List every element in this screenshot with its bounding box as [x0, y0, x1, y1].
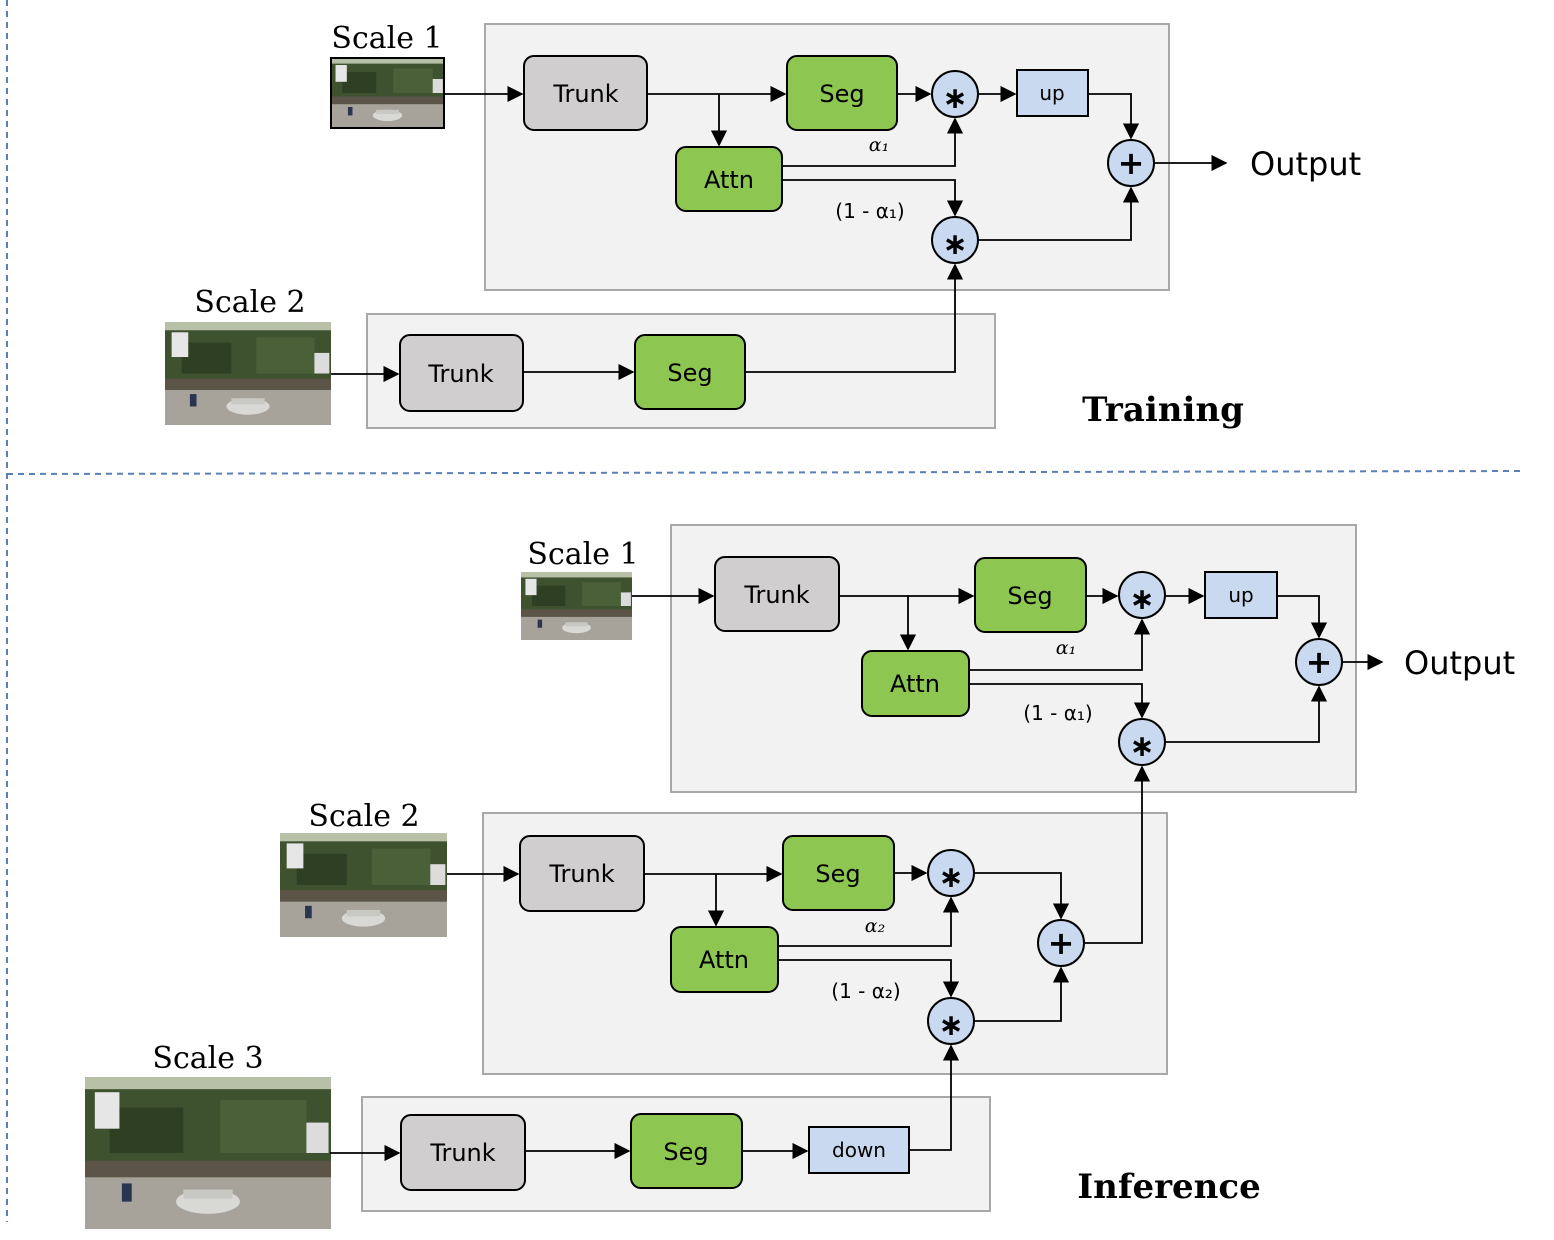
- svg-text:Seg: Seg: [1007, 582, 1052, 610]
- svg-text:up: up: [1039, 81, 1064, 105]
- svg-text:up: up: [1228, 583, 1253, 607]
- inference-add-2: +: [1037, 919, 1085, 967]
- inference-mult-2b: ∗: [927, 997, 975, 1045]
- training-section-label: Training: [1082, 390, 1244, 430]
- svg-text:+: +: [1118, 144, 1145, 182]
- inference-one-minus-alpha1-label: (1 - α₁): [1023, 701, 1092, 725]
- training-trunk-2: Trunk: [399, 334, 524, 412]
- svg-text:Seg: Seg: [815, 860, 860, 888]
- inference-seg-2: Seg: [782, 835, 895, 911]
- training-connectors: [331, 85, 1228, 383]
- inference-add-1: +: [1295, 638, 1343, 686]
- inference-seg-1: Seg: [974, 557, 1087, 633]
- svg-text:Attn: Attn: [699, 946, 749, 974]
- svg-text:Trunk: Trunk: [552, 80, 618, 108]
- svg-text:∗: ∗: [942, 227, 967, 262]
- training-scale1-image: [331, 58, 444, 128]
- svg-text:Seg: Seg: [667, 359, 712, 387]
- inference-section: Scale 1 Scale 2 Scale 3 Trunk Seg Attn u…: [85, 524, 1515, 1229]
- training-seg-2: Seg: [634, 334, 746, 410]
- svg-text:∗: ∗: [938, 860, 963, 895]
- inference-trunk-1: Trunk: [714, 556, 840, 632]
- svg-text:+: +: [1306, 643, 1333, 681]
- inference-alpha2-label: α₂: [865, 915, 885, 937]
- training-section: Scale 1 Scale 2 Trunk Seg Attn up ∗: [165, 21, 1361, 430]
- inference-section-label: Inference: [1077, 1167, 1260, 1207]
- inference-scale1-label: Scale 1: [527, 537, 638, 572]
- training-mult-1: ∗: [931, 70, 979, 118]
- inference-scale3-image: [85, 1077, 331, 1229]
- inference-mult-2a: ∗: [927, 849, 975, 897]
- inference-scale2-image: [280, 833, 447, 937]
- inference-scale2-label: Scale 2: [308, 799, 419, 834]
- svg-text:∗: ∗: [942, 81, 967, 116]
- inference-output-label: Output: [1404, 644, 1515, 682]
- training-attn-1: Attn: [675, 146, 783, 212]
- svg-text:down: down: [832, 1138, 886, 1162]
- svg-text:Trunk: Trunk: [429, 1139, 495, 1167]
- svg-text:Seg: Seg: [819, 80, 864, 108]
- training-output-label: Output: [1250, 145, 1361, 183]
- inference-scale3-label: Scale 3: [152, 1041, 263, 1076]
- training-add: +: [1107, 139, 1155, 187]
- svg-text:Attn: Attn: [890, 670, 940, 698]
- inference-attn-2: Attn: [670, 926, 779, 993]
- svg-text:Trunk: Trunk: [548, 860, 614, 888]
- training-seg-1: Seg: [786, 55, 898, 131]
- svg-text:Attn: Attn: [704, 166, 754, 194]
- svg-text:∗: ∗: [1129, 582, 1154, 617]
- inference-down-block: down: [808, 1126, 910, 1174]
- training-one-minus-alpha-label: (1 - α₁): [835, 199, 904, 223]
- training-mult-2: ∗: [931, 216, 979, 264]
- svg-text:+: +: [1048, 924, 1075, 962]
- training-scale2-label: Scale 2: [194, 285, 305, 320]
- inference-scale1-image: [521, 572, 632, 640]
- training-scale2-image: [165, 322, 331, 425]
- training-scale1-label: Scale 1: [331, 21, 442, 56]
- svg-text:∗: ∗: [1129, 729, 1154, 764]
- inference-up-block: up: [1204, 571, 1278, 619]
- inference-mult-1b: ∗: [1118, 718, 1166, 766]
- svg-text:∗: ∗: [938, 1008, 963, 1043]
- svg-text:Trunk: Trunk: [743, 581, 809, 609]
- inference-alpha1-label: α₁: [1056, 637, 1076, 659]
- svg-text:Trunk: Trunk: [427, 360, 493, 388]
- training-up-block: up: [1016, 69, 1089, 117]
- training-alpha-label: α₁: [869, 134, 889, 156]
- inference-one-minus-alpha2-label: (1 - α₂): [831, 979, 900, 1003]
- inference-connectors: [330, 587, 1384, 1162]
- inference-attn-1: Attn: [861, 650, 970, 717]
- inference-trunk-3: Trunk: [400, 1114, 526, 1191]
- training-trunk-1: Trunk: [523, 55, 648, 131]
- inference-seg-3: Seg: [630, 1113, 743, 1189]
- section-divider: [6, 470, 1523, 475]
- svg-text:Seg: Seg: [663, 1138, 708, 1166]
- inference-mult-1a: ∗: [1118, 571, 1166, 619]
- inference-trunk-2: Trunk: [519, 835, 645, 912]
